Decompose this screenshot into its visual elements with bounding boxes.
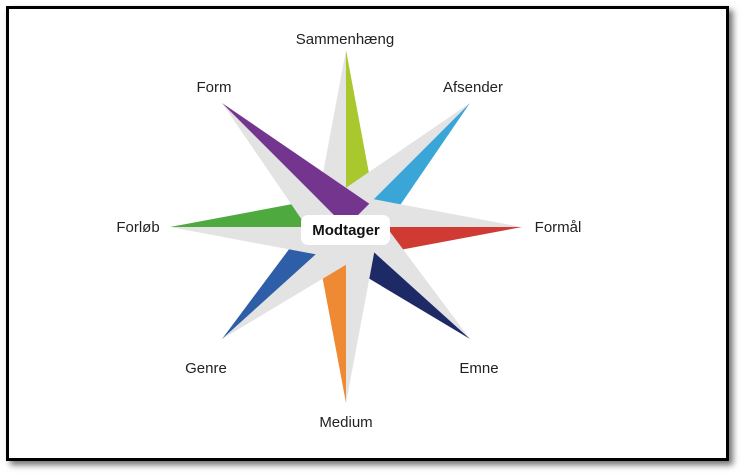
ray-shade-medium: [346, 227, 379, 403]
ray-shade-afsender: [322, 103, 470, 227]
label-medium: Medium: [319, 414, 372, 431]
label-forloeb: Forløb: [116, 219, 159, 236]
ray-form: [222, 103, 370, 227]
label-form: Form: [197, 79, 232, 96]
center-box: [301, 215, 390, 245]
ray-shade-form: [222, 103, 346, 251]
label-sammenhaeng: Sammenhæng: [296, 31, 394, 48]
label-afsender: Afsender: [443, 79, 503, 96]
center-label: Modtager: [312, 222, 380, 239]
label-formaal: Formål: [535, 219, 582, 236]
star-rays: [170, 50, 522, 403]
label-emne: Emne: [459, 360, 498, 377]
label-genre: Genre: [185, 360, 227, 377]
ray-shade-formaal: [346, 194, 522, 227]
